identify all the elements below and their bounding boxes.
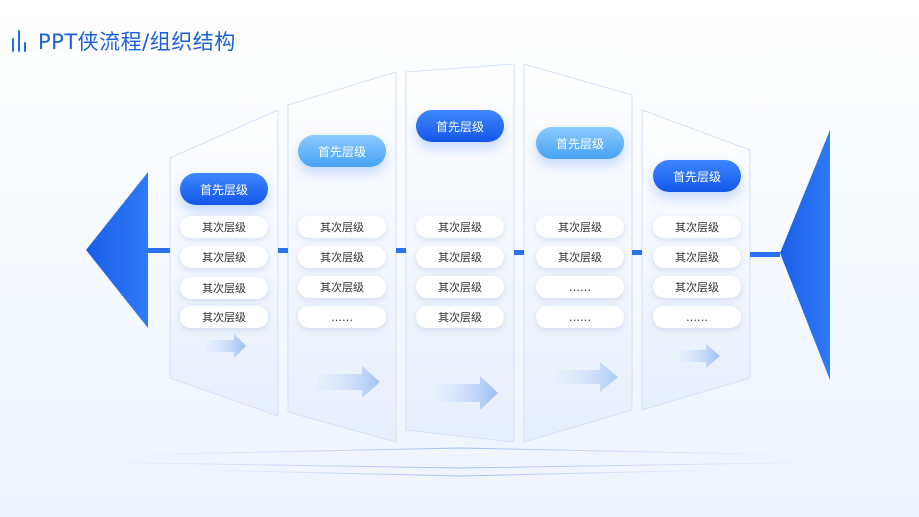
fish-head-triangle xyxy=(780,130,830,380)
spine-line xyxy=(148,248,780,257)
column-item: 其次层级 xyxy=(416,216,504,238)
column-item: 其次层级 xyxy=(416,246,504,268)
column-item: 其次层级 xyxy=(298,276,386,298)
column-item: …… xyxy=(298,306,386,328)
column-header: 首先层级 xyxy=(536,127,624,159)
flow-arrow-5 xyxy=(680,344,720,368)
column-item: 其次层级 xyxy=(180,277,268,299)
page-title: PPT侠流程/组织结构 xyxy=(38,30,236,54)
column-item: 其次层级 xyxy=(416,306,504,328)
fish-tail-triangle xyxy=(86,172,148,328)
column-header: 首先层级 xyxy=(180,173,268,205)
column-header: 首先层级 xyxy=(416,110,504,142)
column-item: 其次层级 xyxy=(180,216,268,238)
column-item: 其次层级 xyxy=(416,276,504,298)
flow-arrow-2 xyxy=(318,366,380,398)
column-item: …… xyxy=(536,276,624,298)
column-header: 首先层级 xyxy=(653,160,741,192)
column-item: 其次层级 xyxy=(180,246,268,268)
flow-arrow-1 xyxy=(206,334,246,358)
logo-bars-icon xyxy=(10,28,32,54)
column-item: …… xyxy=(536,306,624,328)
column-item: 其次层级 xyxy=(653,276,741,298)
column-header: 首先层级 xyxy=(298,135,386,167)
column-item: 其次层级 xyxy=(298,216,386,238)
column-item: 其次层级 xyxy=(180,306,268,328)
column-item: 其次层级 xyxy=(298,246,386,268)
column-item: 其次层级 xyxy=(653,246,741,268)
column-item: 其次层级 xyxy=(536,216,624,238)
column-item: 其次层级 xyxy=(653,216,741,238)
flow-arrow-4 xyxy=(556,362,618,392)
flow-arrow-3 xyxy=(436,376,498,410)
column-item: …… xyxy=(653,306,741,328)
page-header: PPT侠流程/组织结构 xyxy=(10,28,236,54)
column-item: 其次层级 xyxy=(536,246,624,268)
